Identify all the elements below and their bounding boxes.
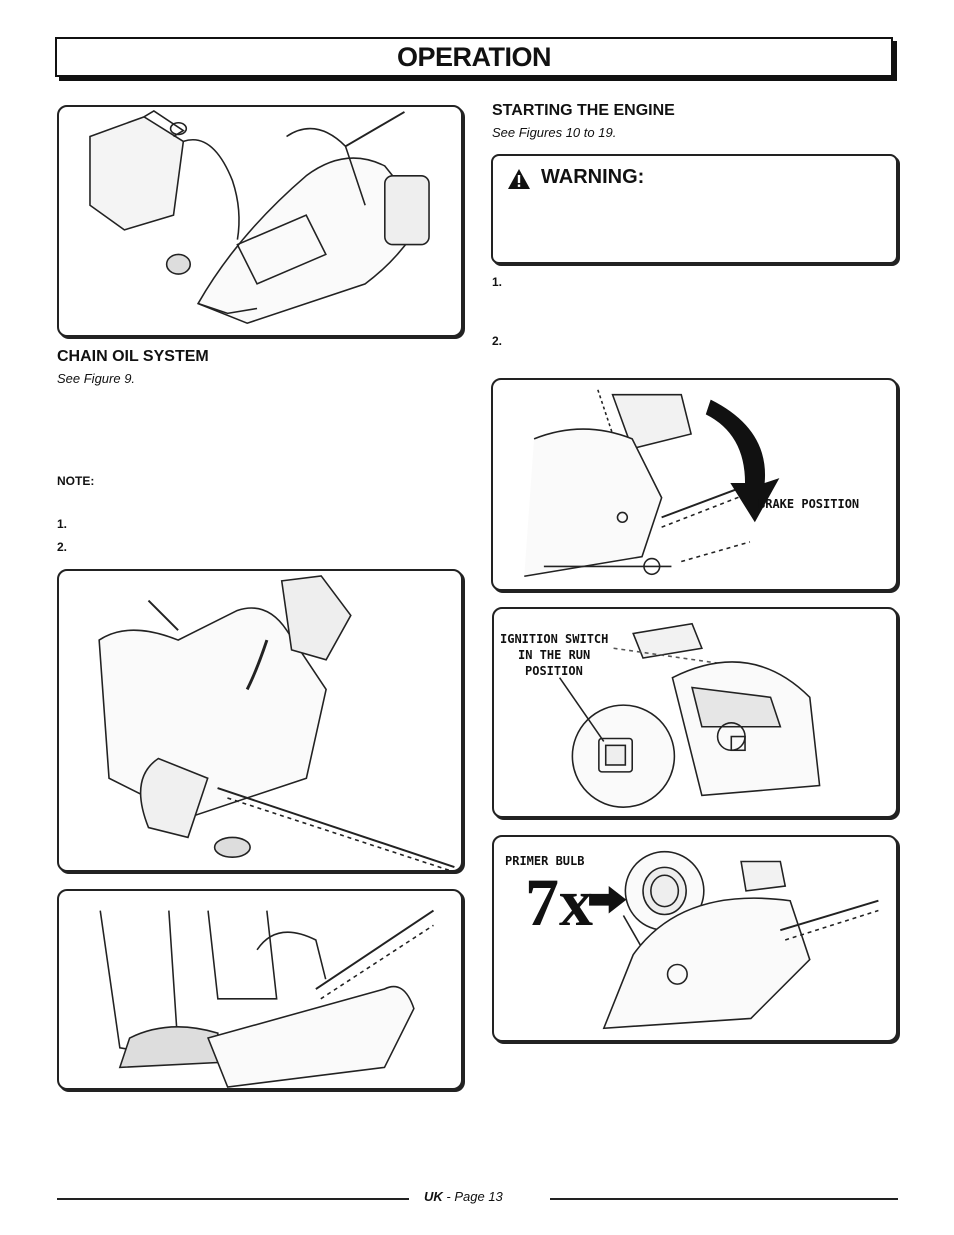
footer-page-label: UK - Page 13 xyxy=(424,1189,503,1204)
starting-step-1: 1. xyxy=(492,275,503,289)
title-bar: OPERATION xyxy=(55,37,893,77)
ignition-callout-line-1: IGNITION SWITCH xyxy=(500,632,609,646)
oil-pouring-illustration xyxy=(98,575,455,870)
ignition-switch-illustration xyxy=(558,622,821,808)
figure-starting-position xyxy=(57,889,463,1090)
figure-ignition-switch xyxy=(492,607,898,818)
primer-press-count: 7x xyxy=(525,864,593,940)
starting-engine-heading: STARTING THE ENGINE xyxy=(492,102,675,119)
figure-oil-pouring xyxy=(57,569,463,872)
chain-oil-step-1: 1. xyxy=(57,517,68,531)
footer-rule-right xyxy=(550,1198,898,1200)
fuel-can-illustration xyxy=(89,110,430,325)
warning-box: WARNING: xyxy=(491,154,898,264)
footer-page-number: - Page 13 xyxy=(446,1189,503,1204)
primer-bulb-callout: PRIMER BULB xyxy=(505,854,585,868)
footer-rule-left xyxy=(57,1198,409,1200)
ignition-callout-line-2: IN THE RUN xyxy=(518,648,591,662)
figure-brake-position xyxy=(491,378,898,591)
brake-position-callout: BRAKE POSITION xyxy=(758,497,860,511)
chain-oil-step-2: 2. xyxy=(57,540,68,554)
figure-primer-bulb xyxy=(492,835,898,1042)
footer-region: UK xyxy=(424,1189,443,1204)
chain-oil-figure-ref: See Figure 9. xyxy=(57,371,136,386)
figure-fuel-can xyxy=(57,105,463,337)
warning-triangle-icon xyxy=(508,169,530,189)
note-label: NOTE: xyxy=(57,474,95,488)
starting-step-2: 2. xyxy=(492,334,503,348)
warning-label: WARNING: xyxy=(541,166,645,188)
arrow-right-icon xyxy=(589,886,627,914)
brake-position-illustration xyxy=(524,389,780,578)
page-title: OPERATION xyxy=(396,42,552,72)
brake-arrow-icon xyxy=(705,399,780,523)
primer-bulb-illustration xyxy=(589,850,879,1030)
starting-position-illustration xyxy=(99,909,435,1088)
starting-engine-figure-ref: See Figures 10 to 19. xyxy=(492,125,617,140)
chain-oil-heading: CHAIN OIL SYSTEM xyxy=(57,348,209,365)
ignition-callout-line-3: POSITION xyxy=(525,664,583,678)
